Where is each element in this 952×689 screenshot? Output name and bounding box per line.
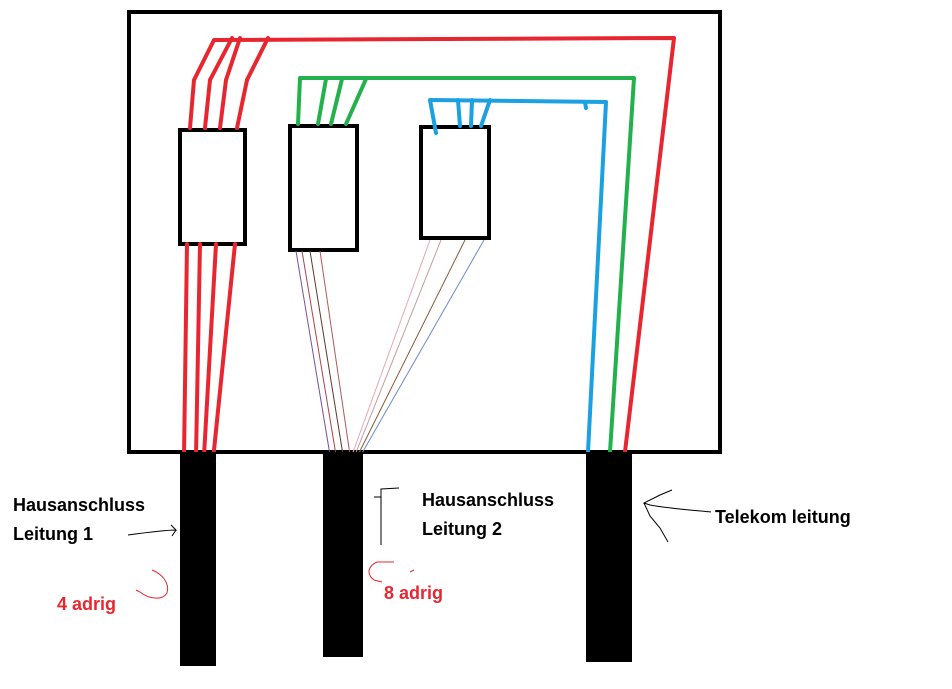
red-wires: [182, 36, 676, 462]
pointer-arrows-red: [135, 561, 415, 599]
label-8-adrig: 8 adrig: [384, 583, 444, 603]
blue-wires: [428, 98, 608, 454]
cable-telekom: [586, 452, 632, 662]
label-hausanschluss-leitung-1-line2: Leitung 1: [13, 524, 93, 544]
label-telekom-leitung: Telekom leitung: [715, 507, 851, 527]
terminal-block-2: [288, 124, 359, 252]
cable-hausanschluss-1: [180, 452, 216, 666]
label-hausanschluss-leitung-1-line1: Hausanschluss: [13, 495, 146, 515]
label-hausanschluss-leitung-2-line2: Leitung 2: [422, 519, 502, 539]
terminal-block-1: [178, 128, 247, 246]
cable-hausanschluss-2: [323, 452, 363, 657]
green-wires: [296, 76, 636, 454]
pointer-arrows: [127, 487, 712, 545]
thin-wires: [295, 239, 485, 456]
label-4-adrig: 4 adrig: [57, 594, 117, 614]
junction-box: [127, 10, 722, 454]
terminal-block-3: [419, 125, 491, 240]
label-hausanschluss-leitung-2-line1: Hausanschluss: [422, 490, 555, 510]
